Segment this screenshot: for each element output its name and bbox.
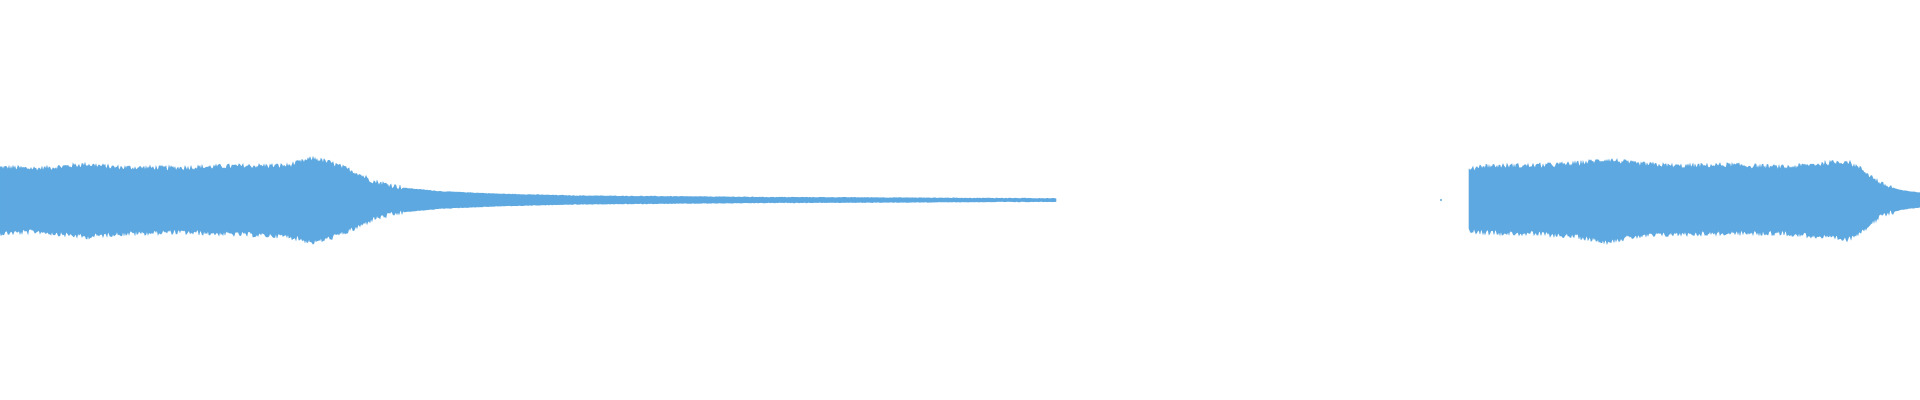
waveform-group	[0, 156, 1920, 246]
waveform-clip-2[interactable]	[1468, 158, 1920, 246]
waveform-clip-1[interactable]	[0, 156, 1057, 245]
